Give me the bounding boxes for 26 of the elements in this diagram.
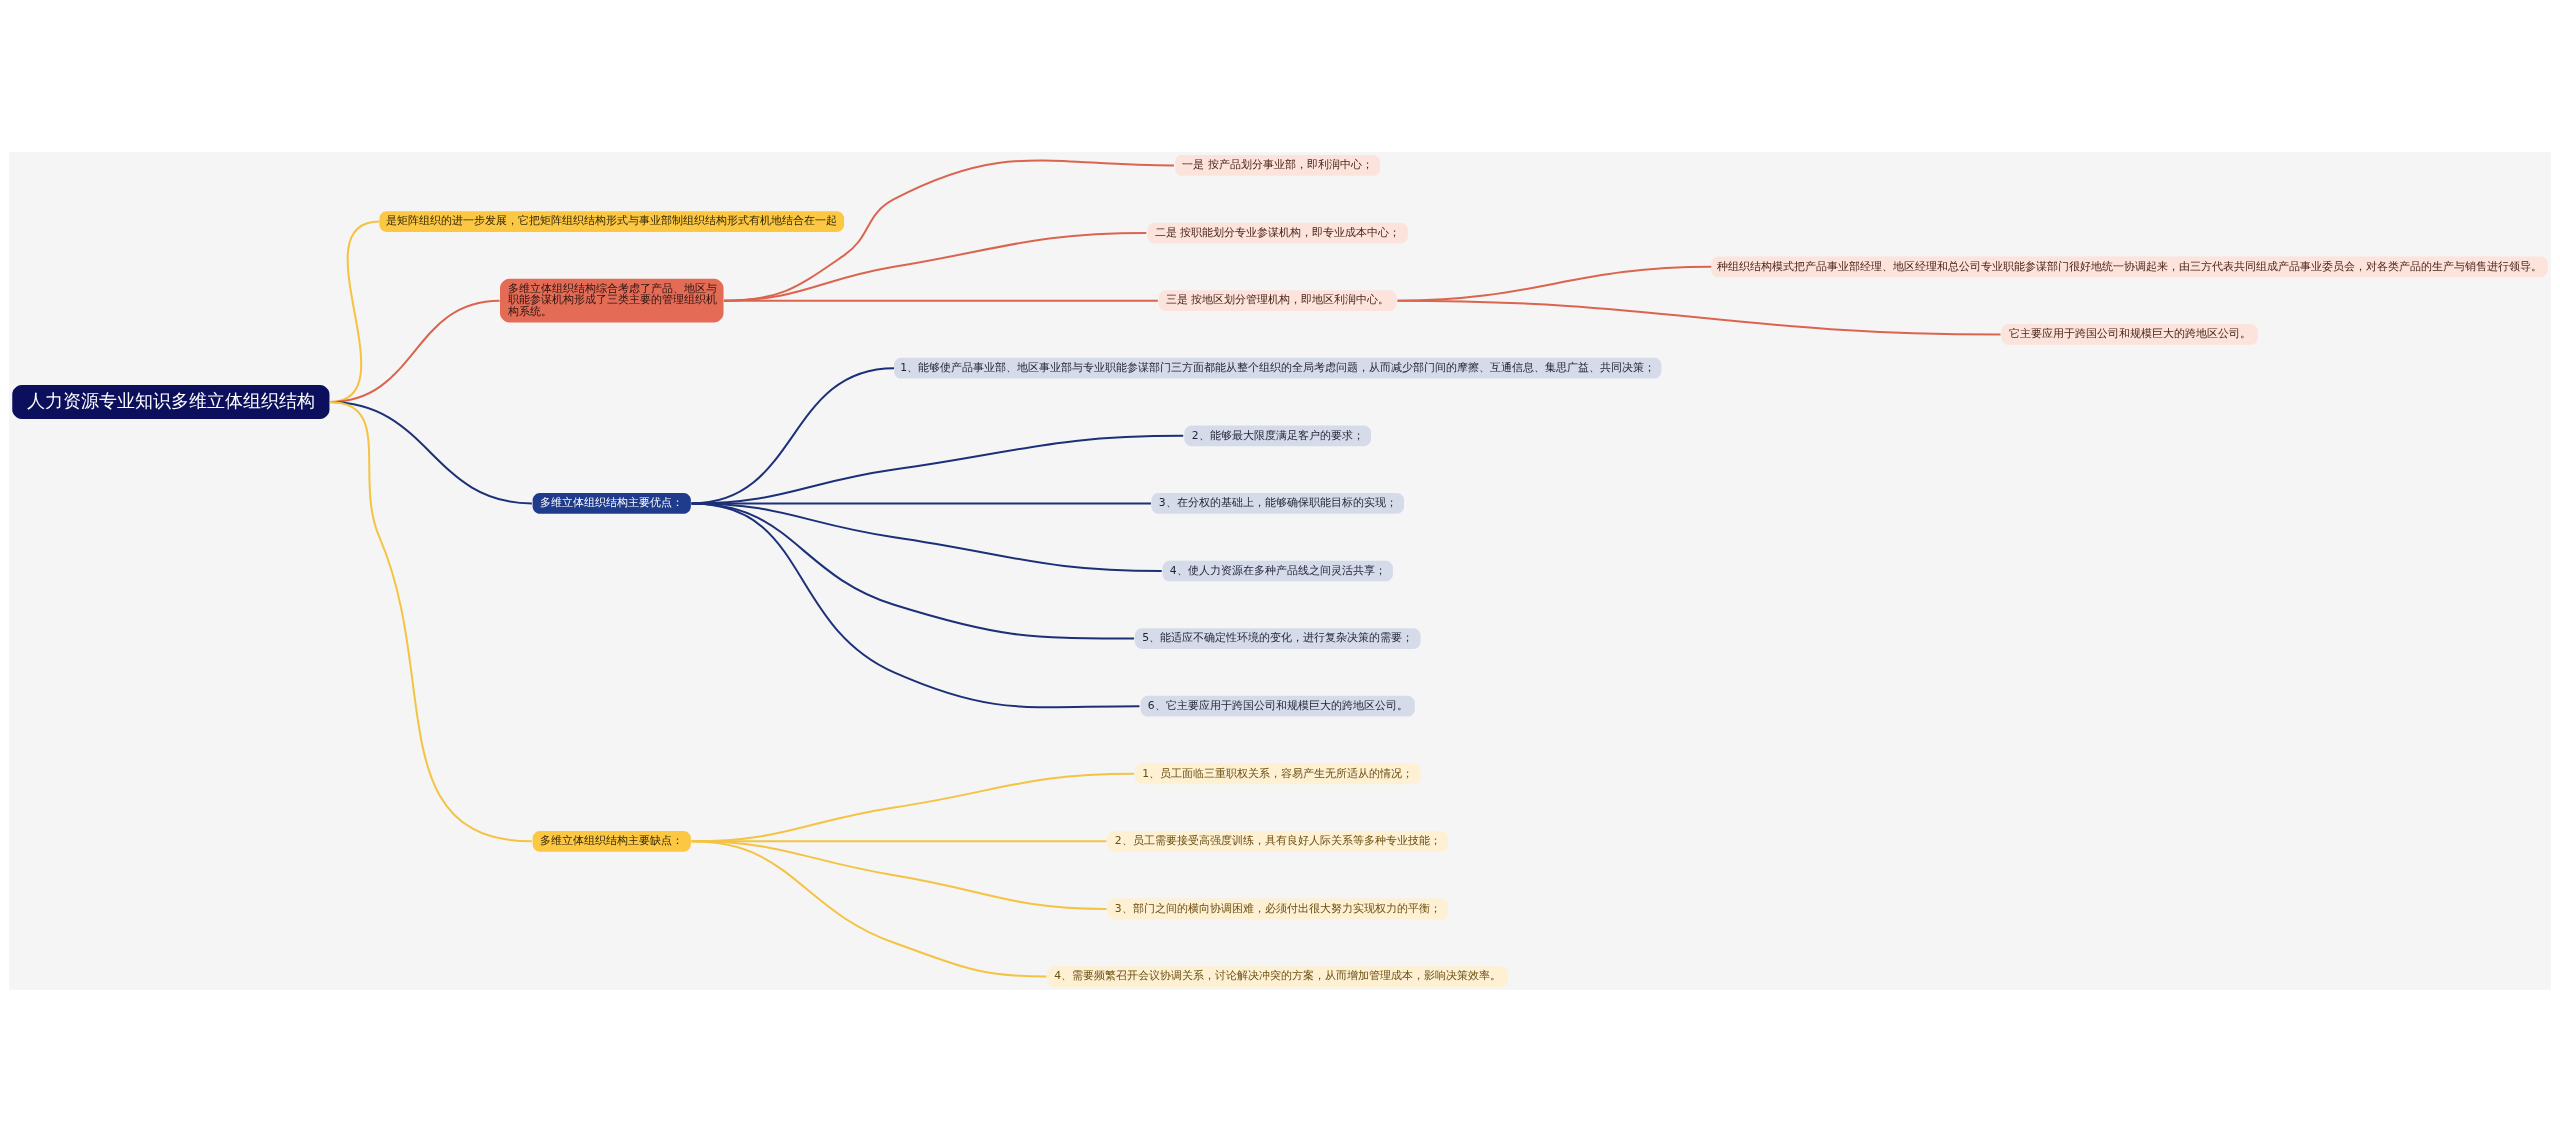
- node-box: 2、能够最大限度满足客户的要求；: [1184, 424, 1371, 446]
- node-box: 1、员工面临三重职权关系，容易产生无所适从的情况；: [1134, 762, 1421, 784]
- connector: [722, 299, 1159, 302]
- node-box: 3、部门之间的横向协调困难，必须付出很大努力实现权力的平衡；: [1107, 898, 1448, 919]
- node-box: 1、能够使产品事业部、地区事业部与专业职能参谋部门三方面都能从整个组织的全局考虑问题，从而减少部门间的摩擦、互通信息、集思广益、共同决策；: [894, 357, 1662, 379]
- connector: [1396, 299, 2002, 335]
- node-box: 多维立体组织结构主要缺点：: [532, 830, 691, 852]
- node-box: 三是 按地区划分管理机构，即地区利润中心。: [1158, 289, 1397, 311]
- node-box: 4、使人力资源在多种产品线之间灵活共享；: [1162, 560, 1393, 581]
- node-box: 5、能适应不确定性环境的变化，进行复杂决策的需要；: [1134, 627, 1421, 649]
- connector: [690, 839, 1048, 978]
- node-box: 二是 按职能划分专业参谋机构，即专业成本中心；: [1147, 222, 1408, 243]
- connector: [328, 400, 533, 842]
- node-box: 6、它主要应用于跨国公司和规模巨大的跨地区公司。: [1140, 695, 1415, 717]
- node-box: 4、需要频繁召开会议协调关系，讨论解决冲突的方案，从而增加管理成本，影响决策效率。: [1047, 965, 1509, 987]
- node-box: 3、在分权的基础上，能够确保职能目标的实现；: [1151, 492, 1405, 514]
- node-box: 多维立体组织结构主要优点：: [532, 492, 691, 514]
- node-box: 种组织结构模式把产品事业部经理、地区经理和总公司专业职能参谋部门很好地统一协调起来，由三方代表共同组成产品事业委员会，对各类产品的生产与销售进行领导。: [1711, 255, 2548, 277]
- node-box: 多维立体组织结构综合考虑了产品、地区与职能参谋机构形成了三类主要的管理组织机构系统。: [500, 278, 724, 322]
- node-box: 它主要应用于跨国公司和规模巨大的跨地区公司。: [2001, 323, 2258, 345]
- node-box: 人力资源专业知识多维立体组织结构: [12, 384, 330, 419]
- node-box: 2、员工需要接受高强度训练，具有良好人际关系等多种专业技能；: [1107, 830, 1448, 852]
- node-box: 是矩阵组织的进一步发展，它把矩阵组织结构形式与事业部制组织结构形式有机地结合在一起: [379, 210, 845, 232]
- node-box: 一是 按产品划分事业部，即利润中心；: [1175, 154, 1381, 176]
- connector: [722, 159, 1175, 302]
- connector: [690, 501, 1141, 708]
